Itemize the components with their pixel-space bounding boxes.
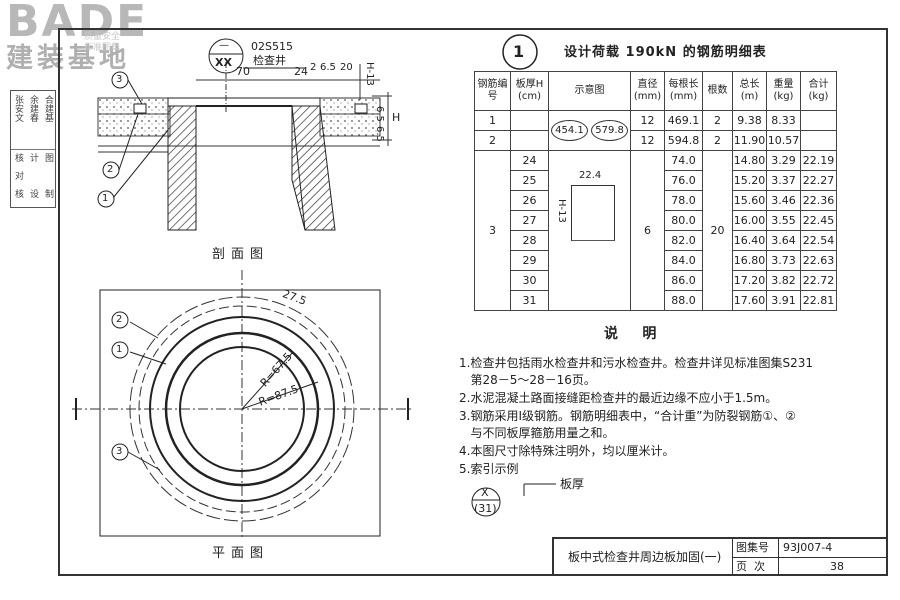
note-line: 与不同板厚箍筋用量之和。 — [459, 426, 615, 440]
index-symbol — [471, 483, 556, 517]
table-header-row: 钢筋编号 板厚H (cm) 示意图 直径 (mm) 每根长 (mm) 根数 总长… — [474, 71, 837, 111]
dim-6.5-c: 6.5 — [374, 126, 385, 142]
note-line: 5.索引示例 — [459, 462, 519, 476]
section-ref-label: 检查井 — [253, 54, 286, 67]
dim-20: 20 — [340, 62, 353, 73]
dim-24: 24 — [294, 65, 308, 78]
note-line: 4.本图尺寸除特殊注明外，均以厘米计。 — [459, 444, 675, 458]
drawing-title: 板中式检查井周边板加固(一) — [568, 550, 722, 564]
table-title: 设计荷载 190kN 的钢筋明细表 — [564, 45, 767, 60]
dim-70: 70 — [236, 65, 250, 78]
index-symbol-top: X — [481, 486, 489, 499]
page-no: 38 — [830, 560, 844, 573]
table-row: 26 78.0 15.60 3.46 22.36 — [475, 190, 837, 211]
section-caption: 剖面图 — [212, 247, 270, 262]
section-ref-bottom: XX — [215, 56, 232, 69]
note-line: 2.水泥混凝土路面接缝距检查井的最近边缘不应小于1.5m。 — [459, 391, 778, 405]
page-no-label: 页 次 — [736, 560, 765, 573]
table-row: 31 88.0 17.60 3.91 22.81 — [475, 290, 837, 311]
note-line: 3.钢筋采用Ⅰ级钢筋。钢筋明细表中，“合计重”为防裂钢筋①、② — [459, 409, 796, 423]
dim-h: H — [392, 111, 401, 124]
plan-view — [72, 270, 412, 540]
dim-6.5-b: 6.5 — [374, 106, 385, 122]
notes-heading: 说 明 — [604, 326, 657, 342]
title-block: 板中式检查井周边板加固(一) 图集号 93J007-4 页 次 38 — [552, 537, 888, 576]
section-ref-code: 02S515 — [251, 40, 293, 53]
rebar-ring-sketch: 454.1 579.8 — [548, 110, 631, 151]
note-line: 第28－5～28－16页。 — [459, 373, 596, 387]
callout-3-section: 3 — [116, 74, 123, 85]
table-row: 28 82.0 16.40 3.64 22.54 — [475, 230, 837, 251]
plan-caption: 平面图 — [212, 546, 270, 561]
index-symbol-label: 板厚 — [560, 477, 585, 491]
atlas-no: 93J007-4 — [783, 541, 833, 554]
callout-3-plan: 3 — [116, 446, 123, 457]
table-row: 27 80.0 16.00 3.55 22.45 — [475, 210, 837, 231]
watermark-stamp: 质量安全 标准图集 — [84, 32, 121, 53]
index-symbol-bottom: (31) — [474, 502, 497, 515]
stirrup-sketch: 22.4 H-13 — [548, 150, 631, 311]
dim-6.5: 6.5 — [320, 62, 336, 73]
table-row: 30 86.0 17.20 3.82 22.72 — [475, 270, 837, 291]
callout-1-plan: 1 — [116, 344, 123, 355]
steel-table: 钢筋编号 板厚H (cm) 示意图 直径 (mm) 每根长 (mm) 根数 总长… — [474, 71, 837, 311]
dim-h-13: H-13 — [364, 62, 375, 86]
section-view — [97, 38, 392, 231]
signature-block: 张安文 余建春 合建基 核 对 计 图 核 设 制 — [10, 90, 56, 208]
table-row: 2 12 594.8 2 11.90 10.57 — [474, 130, 837, 151]
drawing-frame — [58, 28, 888, 576]
dim-2: 2 — [310, 62, 317, 73]
table-row: 3 24 22.4 H-13 6 74.0 20 14.80 3.29 22.1… — [474, 150, 837, 311]
callout-2-plan: 2 — [116, 314, 123, 325]
bade-logo: BADE — [6, 0, 149, 47]
bade-logo-subtitle: 建装基地 — [6, 43, 130, 74]
table-number: 1 — [513, 42, 525, 61]
section-ref-top: — — [219, 40, 229, 51]
callout-2-section: 2 — [107, 164, 114, 175]
table-number-circle — [502, 34, 538, 70]
note-line: 1.检查井包括雨水检查井和污水检查井。检查井详见标准图集S231 — [459, 356, 813, 370]
callout-1-section: 1 — [102, 193, 109, 204]
atlas-no-label: 图集号 — [736, 541, 769, 554]
table-row: 1 454.1 579.8 12 469.1 2 9.38 8.33 — [474, 110, 837, 151]
